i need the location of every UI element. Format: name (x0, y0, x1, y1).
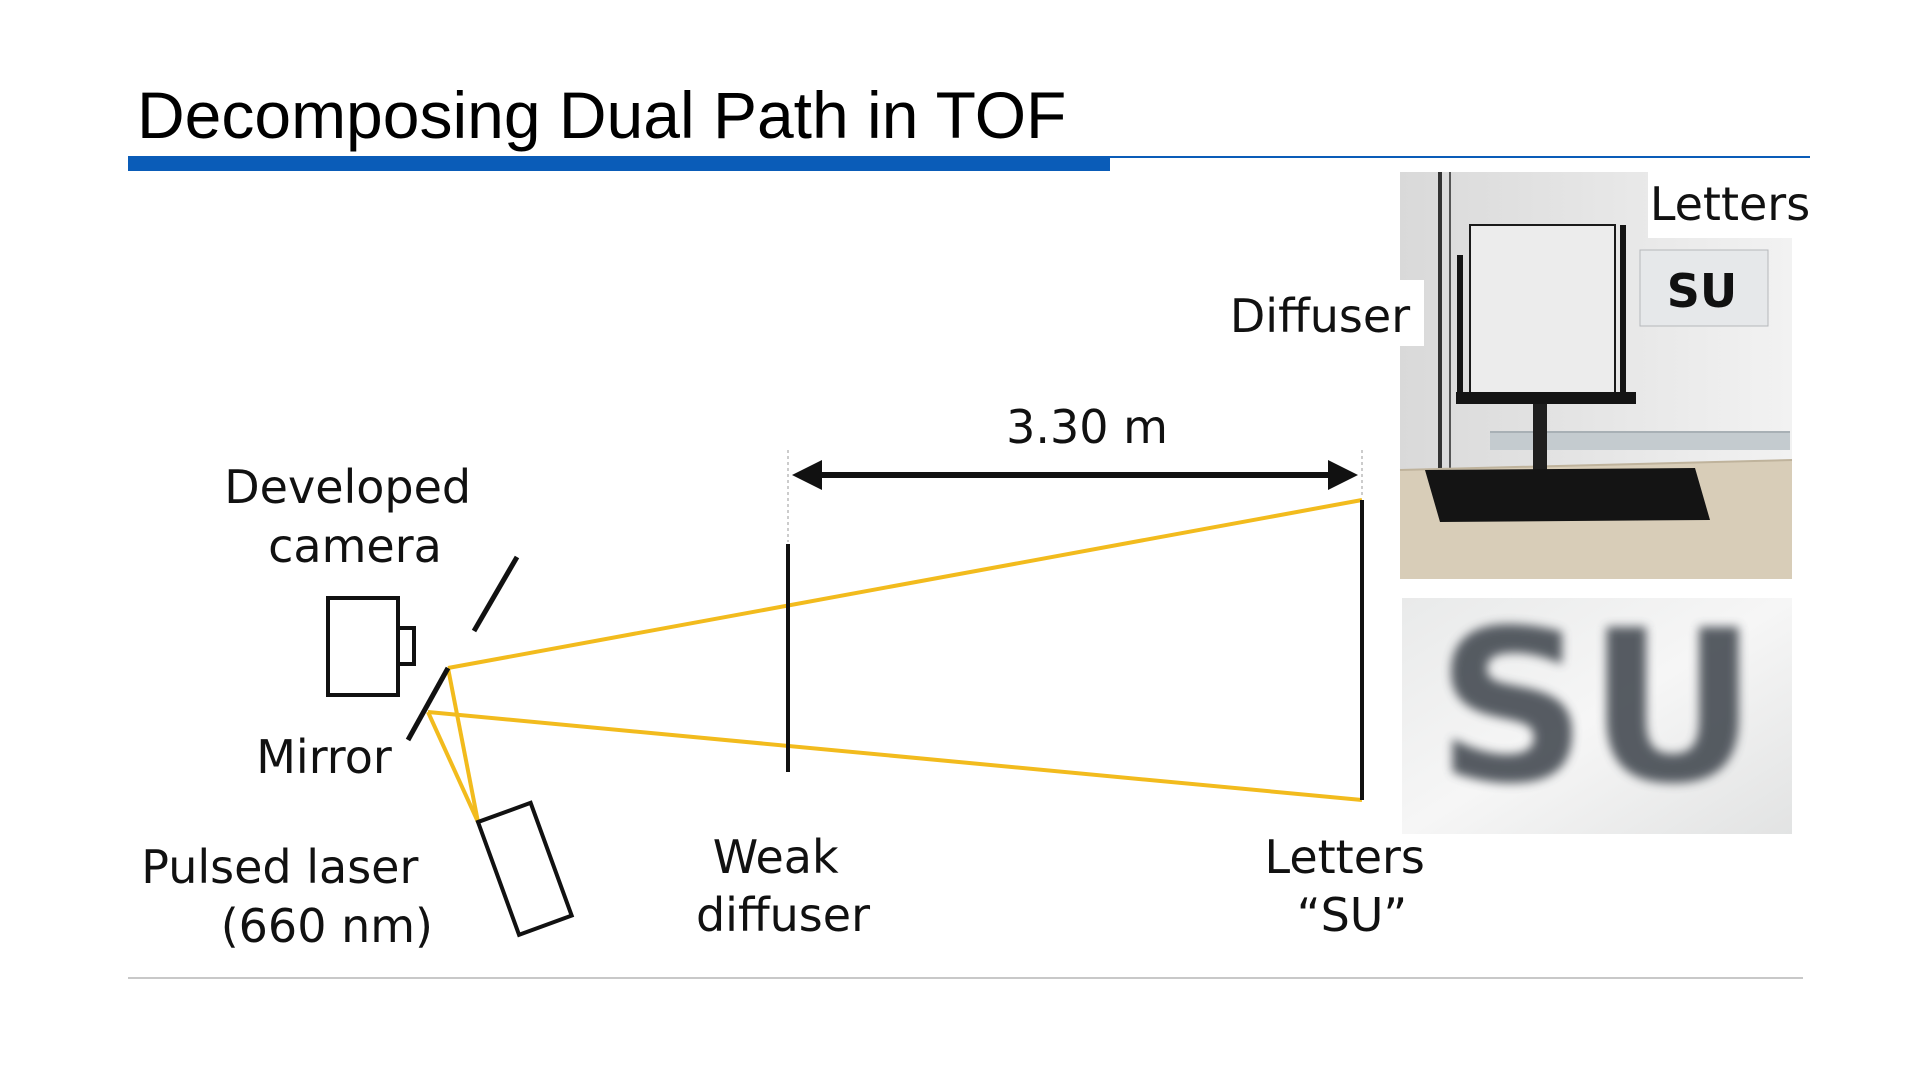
weak-diffuser-label: Weak diffuser (696, 830, 870, 942)
laser-ray-b (426, 711, 480, 823)
camera-view-line (471, 555, 520, 633)
camera-icon (326, 596, 416, 697)
photo-diffuser-label-bg (1222, 280, 1424, 346)
slide-title: Decomposing Dual Path in TOF (137, 78, 1066, 152)
letters-card (1639, 249, 1769, 327)
outgoing-ray (447, 498, 1363, 670)
mirror-icon (405, 666, 451, 742)
camera-label: Developed camera (224, 460, 486, 573)
photo-diffuser-label: Diffuser (1230, 289, 1410, 343)
setup-photo: SU (1399, 172, 1793, 579)
laser-label: Pulsed laser (660 nm) (141, 840, 433, 953)
photo-letters-label-bg (1648, 172, 1810, 238)
letters-card-text: SU (1667, 264, 1737, 318)
mirror-label: Mirror (256, 730, 392, 784)
distance-arrow (792, 460, 1358, 490)
laser-ray-a (446, 667, 480, 823)
title-rule-thick (128, 156, 1110, 171)
photo-letters-label: Letters (1650, 177, 1810, 231)
return-ray (427, 710, 1363, 802)
pulsed-laser-icon (475, 800, 575, 938)
distance-label: 3.30 m (1006, 400, 1168, 454)
light-paths (426, 498, 1363, 823)
blurred-su-text: SU (1436, 585, 1758, 830)
letters-target-label: Letters “SU” (1265, 830, 1440, 942)
blurred-view-photo: SU (1402, 585, 1792, 834)
